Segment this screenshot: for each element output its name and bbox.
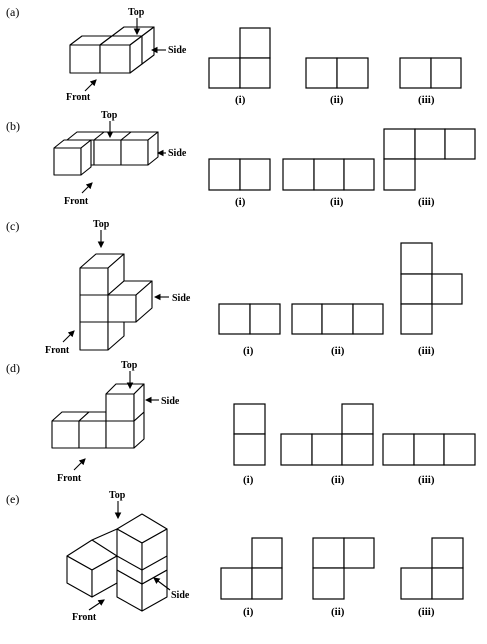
view-caption-ii: (ii) [331,606,345,618]
problem-a: (a) Top Side Front [6,5,462,106]
problem-label: (d) [6,361,20,375]
problem-e: (e) Top Side Front [6,490,464,623]
top-annotation: Top [109,490,126,501]
view-caption-ii: (ii) [330,94,344,106]
view-c-i [218,303,281,335]
view-caption-ii: (ii) [331,345,345,357]
side-annotation: Side [168,148,187,159]
front-annotation: Front [45,345,70,356]
view-d-ii [280,403,374,466]
solid-c [79,253,153,351]
front-annotation: Front [57,473,82,484]
side-annotation: Side [161,396,180,407]
problem-label: (b) [6,119,20,133]
problem-c: (c) Top Side Front [6,219,463,357]
problem-label: (a) [6,5,19,19]
view-e-i [220,537,283,600]
view-a-ii [305,57,369,89]
front-annotation: Front [64,196,89,207]
view-caption-i: (i) [243,606,254,618]
view-caption-i: (i) [243,345,254,357]
view-d-i [233,403,266,466]
view-caption-i: (i) [235,94,246,106]
solid-e [66,513,168,612]
view-c-ii [291,303,384,335]
view-caption-iii: (iii) [418,196,435,208]
problem-label: (e) [6,492,19,506]
solid-d [51,383,145,449]
view-a-iii [399,57,462,89]
side-annotation: Side [171,590,190,601]
view-caption-i: (i) [235,196,246,208]
view-e-ii [312,537,375,600]
top-annotation: Top [93,219,110,230]
front-annotation: Front [66,92,91,103]
view-caption-iii: (iii) [418,606,435,618]
view-e-iii [400,537,464,600]
view-b-ii [282,158,375,191]
solid-b [53,131,159,176]
top-annotation: Top [101,110,118,121]
top-annotation: Top [121,360,138,371]
view-c-iii [400,242,463,335]
front-annotation: Front [72,612,97,623]
view-caption-i: (i) [243,474,254,486]
solid-a [69,26,155,74]
side-annotation: Side [172,293,191,304]
problem-label: (c) [6,219,19,233]
problem-b: (b) Top Side Front [6,110,476,208]
view-caption-iii: (iii) [418,94,435,106]
view-caption-iii: (iii) [418,345,435,357]
side-annotation: Side [168,45,187,56]
view-caption-ii: (ii) [331,474,345,486]
problem-d: (d) Top Side Front [6,360,476,486]
view-b-iii [383,128,476,191]
view-a-i [208,27,271,89]
view-caption-ii: (ii) [330,196,344,208]
view-d-iii [382,433,476,466]
view-caption-iii: (iii) [418,474,435,486]
top-annotation: Top [128,7,145,18]
view-b-i [208,158,271,191]
